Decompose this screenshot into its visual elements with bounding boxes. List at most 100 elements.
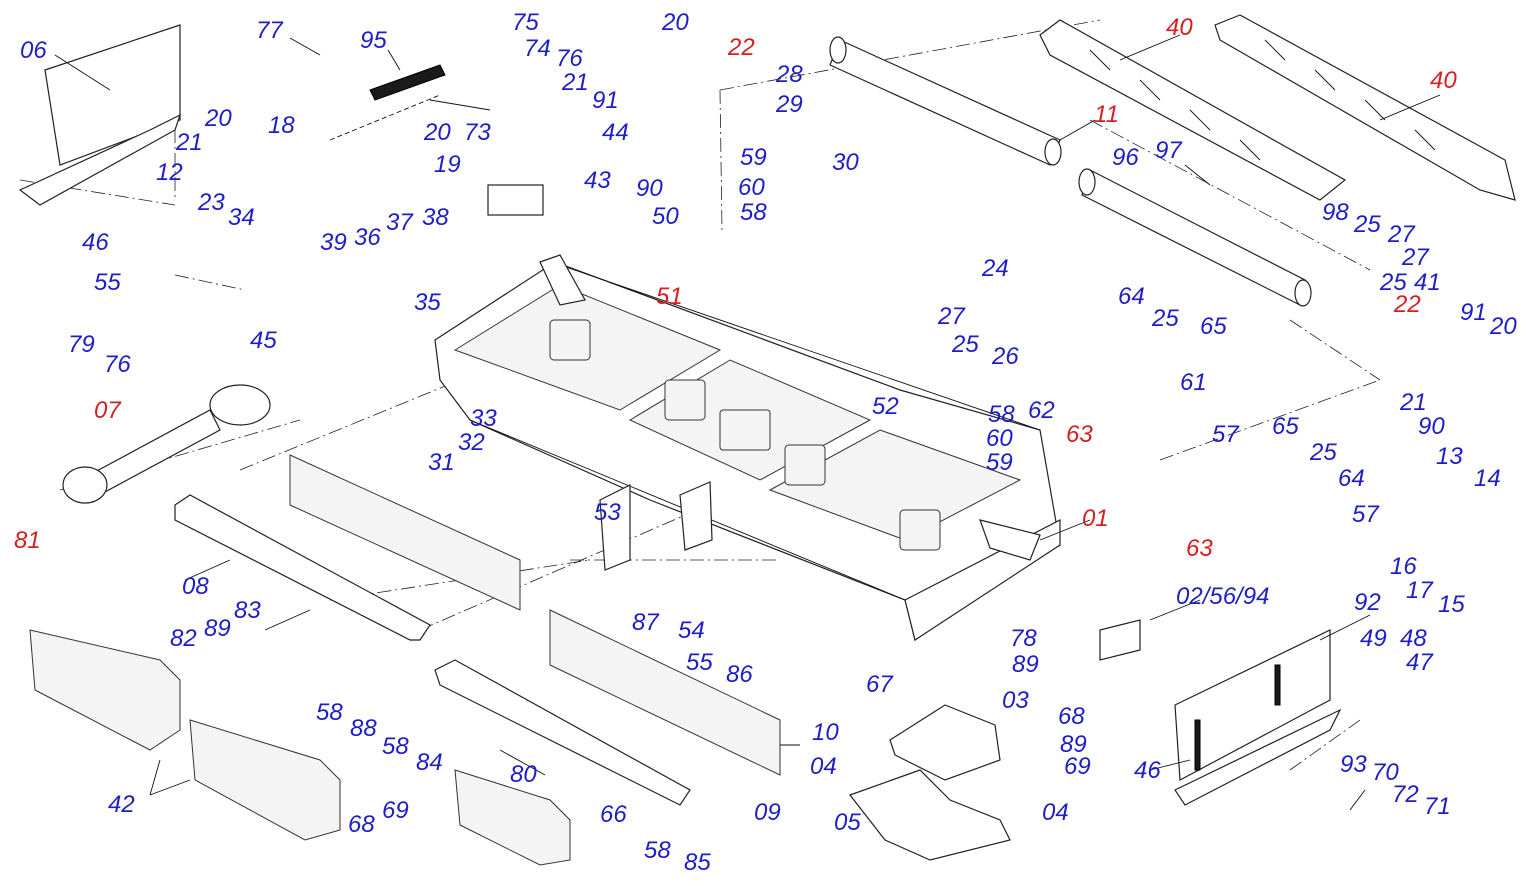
main-frame xyxy=(434,254,1061,642)
callout-44: 44 xyxy=(602,119,629,146)
callout-58a: 58 xyxy=(740,199,767,226)
callout-46b: 46 xyxy=(1134,757,1161,784)
callout-71: 71 xyxy=(1424,793,1451,820)
callout-80: 80 xyxy=(510,761,537,788)
callout-25d: 25 xyxy=(1151,305,1179,332)
callout-74: 74 xyxy=(524,35,551,62)
callout-13: 13 xyxy=(1436,443,1463,470)
callout-52: 52 xyxy=(872,393,899,420)
callout-62: 62 xyxy=(1028,397,1055,424)
callout-10: 10 xyxy=(812,719,839,746)
callout-25e: 25 xyxy=(1309,439,1337,466)
callout-89a: 89 xyxy=(204,615,231,642)
callout-31: 31 xyxy=(428,449,455,476)
callout-92: 92 xyxy=(1354,589,1381,616)
callout-86: 86 xyxy=(726,661,753,688)
chain-73 xyxy=(329,94,441,141)
callout-24: 24 xyxy=(981,255,1009,282)
callout-02-56-94: 02/56/94 xyxy=(1176,583,1269,610)
rotor-08 xyxy=(174,494,431,641)
callout-90a: 90 xyxy=(636,175,663,202)
callout-65b: 65 xyxy=(1272,413,1299,440)
callout-82: 82 xyxy=(170,625,197,652)
callout-20a: 20 xyxy=(661,9,689,36)
callout-49: 49 xyxy=(1360,625,1387,652)
callout-22a: 22 xyxy=(727,34,755,61)
callout-90b: 90 xyxy=(1418,413,1445,440)
callout-87: 87 xyxy=(632,609,660,636)
callout-32: 32 xyxy=(458,429,485,456)
callout-70: 70 xyxy=(1372,759,1399,786)
skid-40-right xyxy=(1214,14,1516,201)
callout-81: 81 xyxy=(14,527,41,554)
callout-57b: 57 xyxy=(1352,501,1380,528)
callout-40b: 40 xyxy=(1430,67,1457,94)
callout-54: 54 xyxy=(678,617,705,644)
callout-25b: 25 xyxy=(1379,269,1407,296)
callout-25c: 25 xyxy=(951,331,979,358)
callout-57a: 57 xyxy=(1212,421,1240,448)
hitch-03 xyxy=(889,704,1001,781)
callout-20d: 20 xyxy=(1489,313,1517,340)
callout-04a: 04 xyxy=(810,753,837,780)
callout-35: 35 xyxy=(414,289,441,316)
callout-23: 23 xyxy=(197,189,225,216)
callout-68a: 68 xyxy=(1058,703,1085,730)
callout-91a: 91 xyxy=(592,87,619,114)
callout-34: 34 xyxy=(228,204,255,231)
callout-63b: 63 xyxy=(1186,535,1213,562)
callout-27a: 27 xyxy=(1387,221,1416,248)
decal-43 xyxy=(487,184,544,216)
callout-66: 66 xyxy=(600,801,627,828)
callout-67: 67 xyxy=(866,671,894,698)
callout-01: 01 xyxy=(1082,505,1109,532)
callout-47: 47 xyxy=(1406,649,1434,676)
callout-33: 33 xyxy=(470,405,497,432)
callout-17: 17 xyxy=(1406,577,1434,604)
callout-55a: 55 xyxy=(94,269,121,296)
callout-53: 53 xyxy=(594,499,621,526)
callout-55b: 55 xyxy=(686,649,713,676)
callout-93: 93 xyxy=(1340,751,1367,778)
callout-59b: 59 xyxy=(986,449,1013,476)
guard-42-a xyxy=(29,629,181,751)
callout-27b: 27 xyxy=(1401,244,1430,271)
callout-68b: 68 xyxy=(348,811,375,838)
callout-19: 19 xyxy=(434,151,461,178)
callout-76b: 76 xyxy=(104,351,131,378)
callout-leader-lines xyxy=(54,34,1441,811)
callout-21c: 21 xyxy=(1399,389,1427,416)
callout-21a: 21 xyxy=(561,69,589,96)
callout-26: 26 xyxy=(991,343,1019,370)
callout-45: 45 xyxy=(250,327,277,354)
callout-59a: 59 xyxy=(740,144,767,171)
hitch-05 xyxy=(849,769,1011,861)
callout-41: 41 xyxy=(1414,269,1441,296)
callout-58d: 58 xyxy=(382,733,409,760)
rotor-09 xyxy=(434,659,691,806)
callout-25a: 25 xyxy=(1353,211,1381,238)
curtain-10-upper xyxy=(289,454,521,611)
callout-42: 42 xyxy=(108,791,135,818)
callout-50: 50 xyxy=(652,203,679,230)
callout-69b: 69 xyxy=(382,797,409,824)
callout-15: 15 xyxy=(1438,591,1465,618)
callout-03: 03 xyxy=(1002,687,1029,714)
callout-64b: 64 xyxy=(1338,465,1365,492)
callout-63a: 63 xyxy=(1066,421,1093,448)
callout-38: 38 xyxy=(422,204,449,231)
callout-85: 85 xyxy=(684,849,711,876)
callout-36: 36 xyxy=(354,224,381,251)
skid-40-left xyxy=(1039,19,1347,201)
callout-72: 72 xyxy=(1392,781,1419,808)
callout-77: 77 xyxy=(256,17,284,44)
callout-89c: 89 xyxy=(1060,731,1087,758)
side-panel-06 xyxy=(18,24,182,206)
callout-16: 16 xyxy=(1390,553,1417,580)
callout-20b: 20 xyxy=(204,105,232,132)
callout-76a: 76 xyxy=(556,45,583,72)
callout-96: 96 xyxy=(1112,144,1139,171)
callout-78: 78 xyxy=(1010,625,1037,652)
